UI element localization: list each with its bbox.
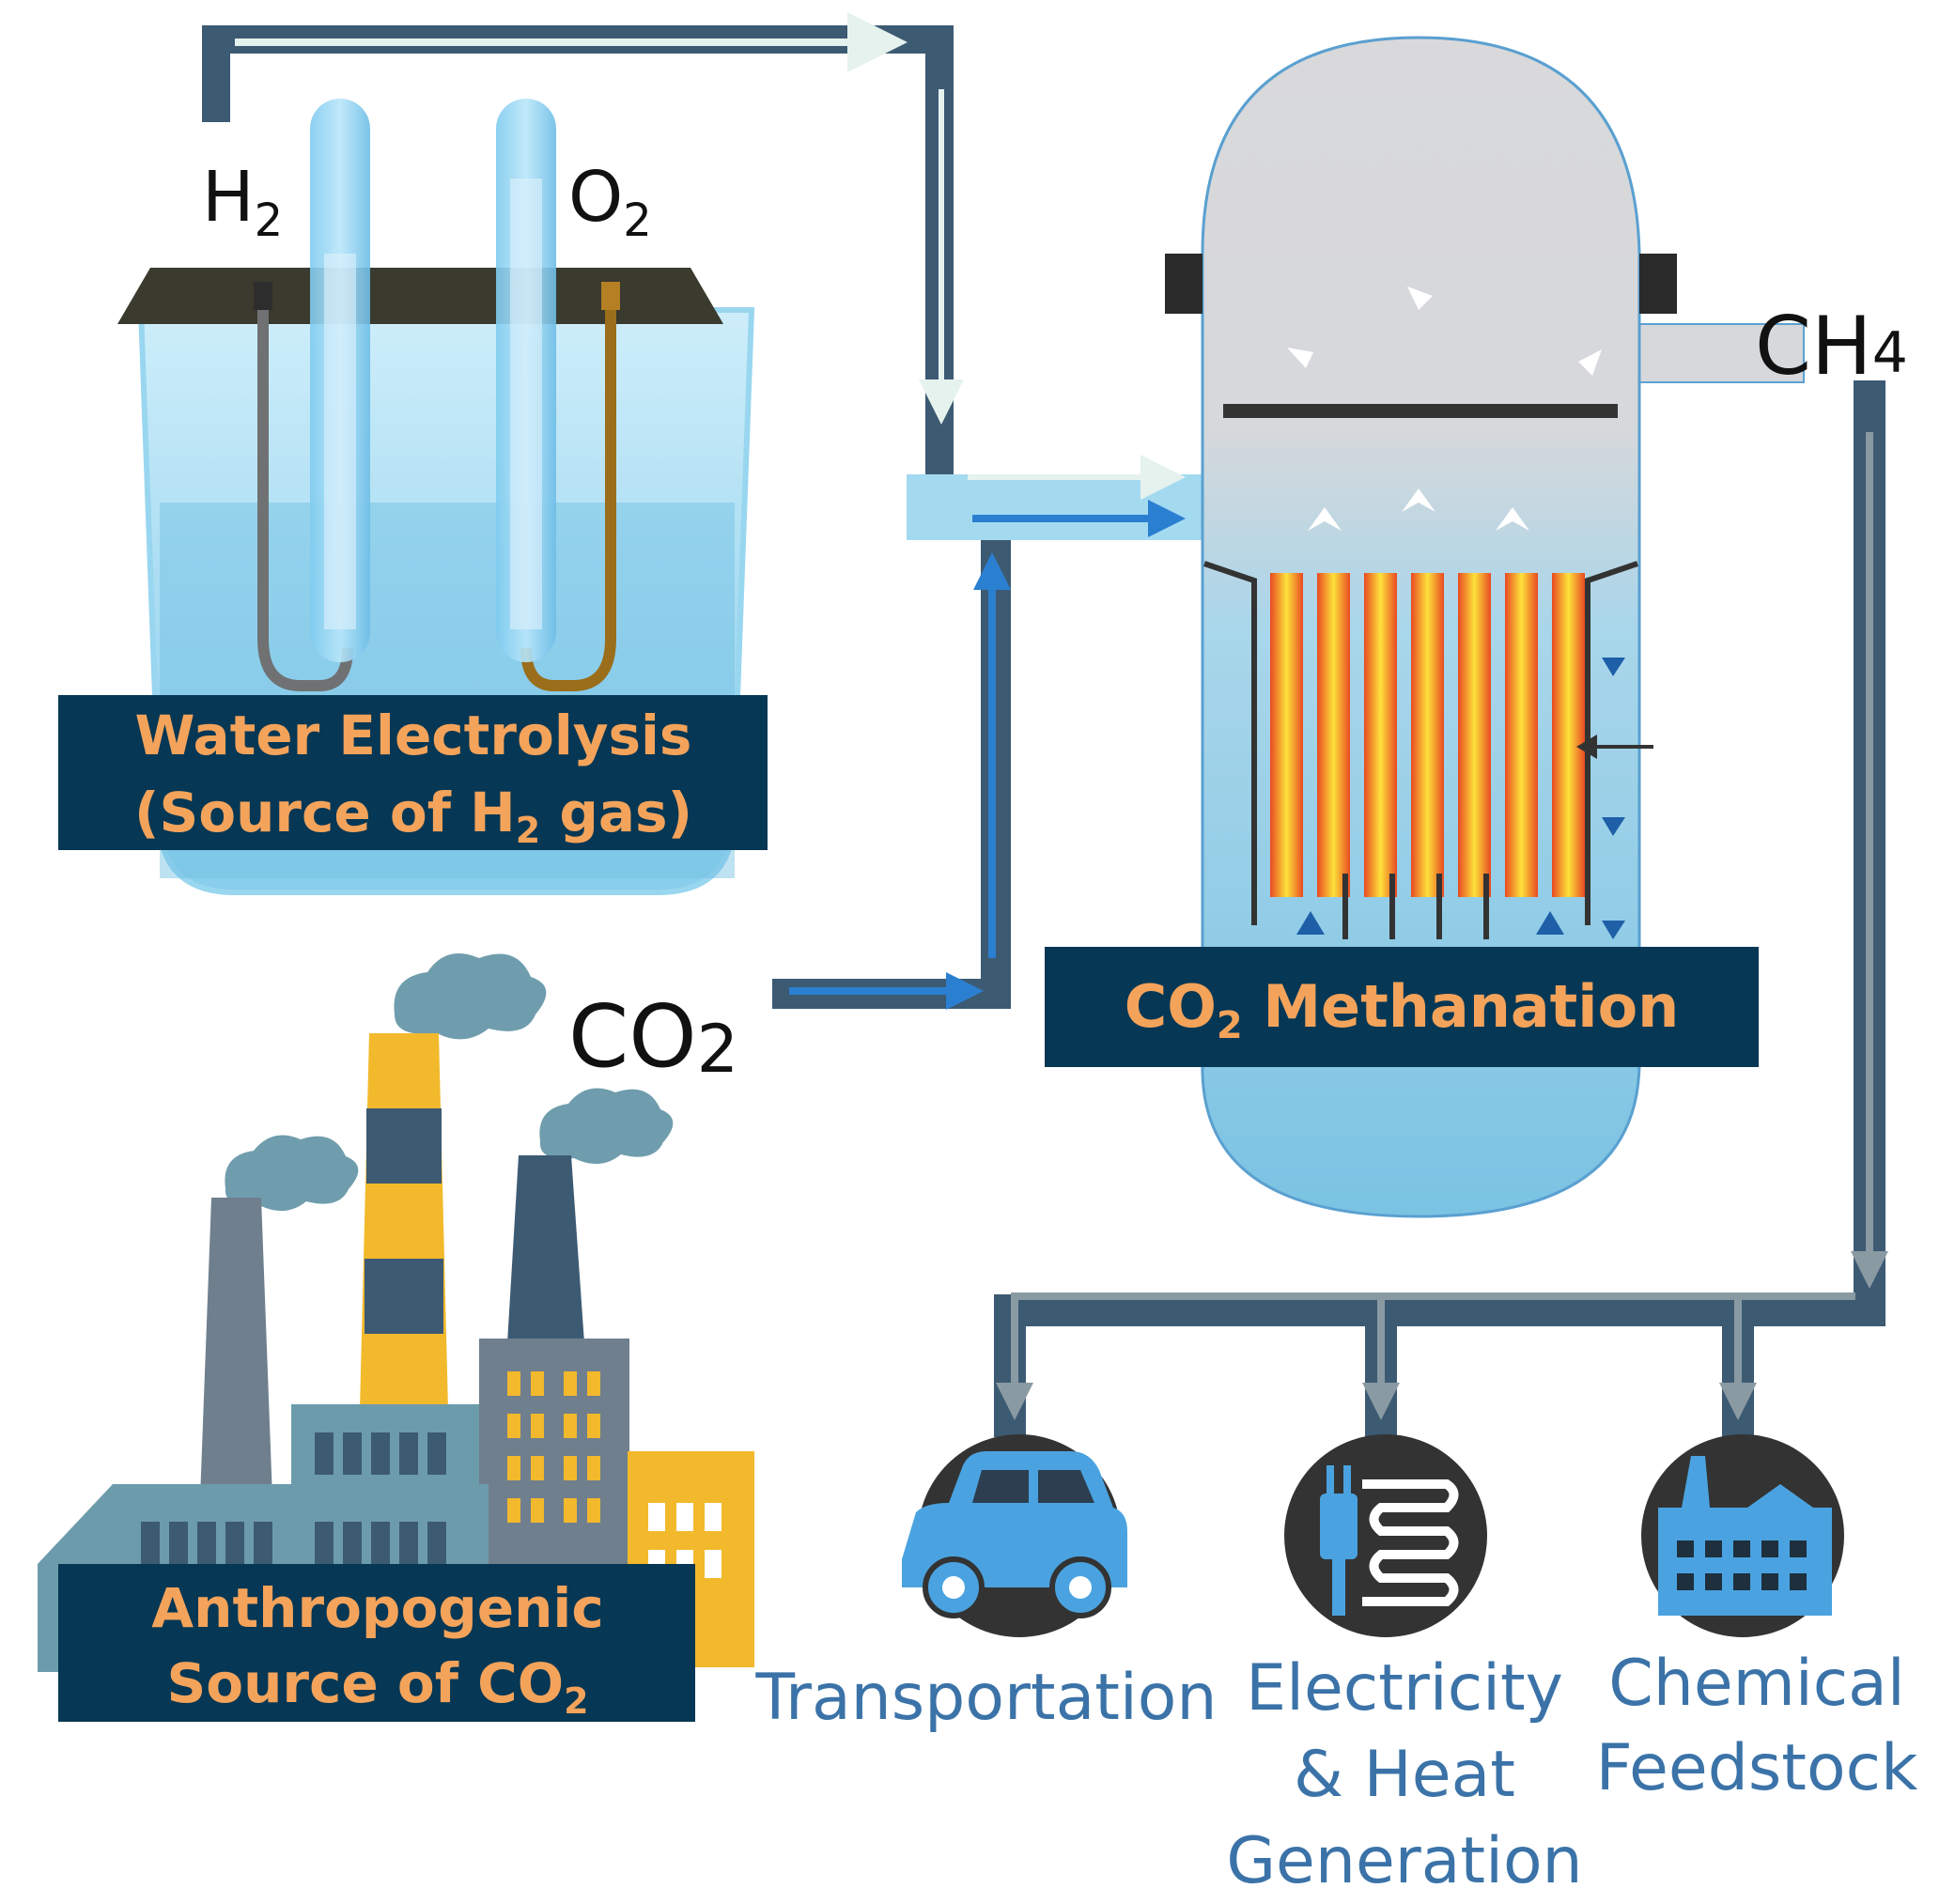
car-icon-glyph: [902, 1451, 1127, 1618]
electricity-label-line3: Generation: [1226, 1824, 1582, 1898]
internal-flow-arrows: [1287, 286, 1602, 531]
o2-electrode-wire: [520, 291, 616, 691]
factory-windows: [141, 1432, 446, 1564]
electricity-label-line2: & Heat: [1294, 1738, 1515, 1812]
reactor-flange-left: [1165, 254, 1202, 314]
electricity-label-line1: Electricity: [1246, 1651, 1563, 1726]
rod-supports: [1342, 874, 1489, 939]
transportation-use: Transportation: [754, 1434, 1218, 1735]
striped-chimney: [360, 1033, 448, 1409]
co2-source-title-line2: Source of CO2: [166, 1651, 588, 1722]
ch4-label: CH4: [1755, 300, 1908, 394]
distributor-plate: [1223, 404, 1618, 418]
methanation-title: CO2 Methanation: [1125, 972, 1680, 1047]
transportation-label: Transportation: [754, 1661, 1217, 1735]
pipe-network: [202, 12, 1888, 1437]
electrolysis-title-box: [58, 695, 768, 850]
plug-heater-glyph: [1320, 1465, 1459, 1616]
coolant-inlet-arrowhead: [1576, 735, 1597, 759]
h2-bubbles: [324, 254, 356, 629]
ch4-flow-left: [996, 1293, 1855, 1420]
co2-label: CO2: [568, 986, 738, 1088]
mixing-junction: [907, 474, 1202, 540]
bed-wall-left: [1203, 561, 1257, 925]
co2-source-factory: CO2 Anthropogenic Source of CO2: [38, 953, 754, 1722]
grey-chimney: [200, 1198, 272, 1498]
factory-lit-windows: [507, 1371, 600, 1523]
smoke-cloud: [539, 1088, 674, 1165]
co2-source-title-box: [58, 1564, 695, 1722]
h2-electrode-cap: [254, 282, 272, 310]
reactor-flange-right: [1639, 254, 1677, 314]
electricity-use: Electricity & Heat Generation: [1226, 1434, 1583, 1898]
heating-rods: [1270, 573, 1585, 897]
beaker-lid: [117, 268, 723, 324]
smoke-cloud: [225, 1135, 359, 1212]
electrolysis-title-line2: (Source of H2 gas): [134, 781, 692, 851]
co2-source-title-line1: Anthropogenic: [151, 1576, 603, 1640]
dark-chimney: [507, 1155, 584, 1343]
bed-wall-right: [1585, 561, 1638, 925]
methanation-reactor: CH4 CO2 Methanation: [1045, 36, 1908, 1218]
chemical-label-line2: Feedstock: [1596, 1731, 1918, 1805]
ch4-outlet: [1634, 323, 1805, 383]
chemical-label-line1: Chemical: [1608, 1647, 1905, 1721]
electrolysis-apparatus: H2 O2 Water Electrolysis (Source of H2 g…: [58, 99, 768, 895]
h2-electrode-wire: [257, 291, 353, 691]
electrolysis-title-line1: Water Electrolysis: [135, 704, 692, 767]
o2-label: O2: [568, 157, 652, 247]
smoke-cloud: [394, 953, 547, 1040]
coolant-arrows: [1296, 658, 1625, 939]
methanation-title-box: [1045, 947, 1759, 1067]
co2-pipe: [772, 540, 1011, 1009]
h2-label: H2: [202, 157, 283, 247]
end-uses: Transportation Electricity & Heat Genera…: [754, 1434, 1918, 1898]
o2-electrode-cap: [601, 282, 620, 310]
chemical-use: Chemical Feedstock: [1596, 1434, 1918, 1805]
o2-bubbles: [510, 178, 542, 629]
factory-icon-glyph: [1658, 1456, 1832, 1616]
